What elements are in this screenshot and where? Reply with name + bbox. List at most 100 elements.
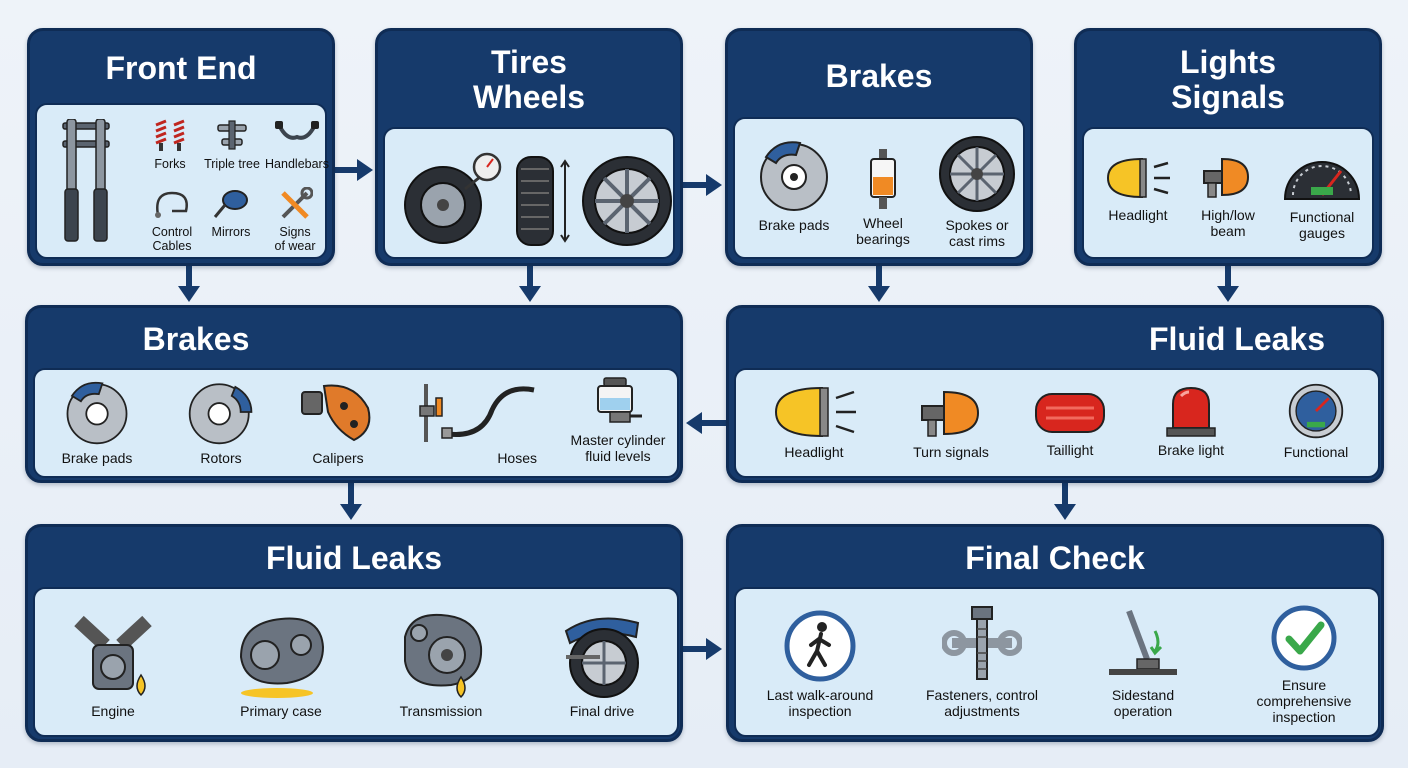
tools-icon: [281, 187, 313, 219]
item-walk-around: Last walk-around inspection: [750, 609, 890, 719]
item-label: Hoses: [497, 450, 537, 466]
item-label: Brake light: [1157, 442, 1225, 458]
item-hoses: Hoses: [415, 378, 545, 466]
rotor-icon: [188, 383, 253, 445]
panel-fluid-leaks-bottom: Fluid Leaks Engine Primary case: [25, 524, 683, 742]
item-label: Ensure comprehensive inspection: [1256, 677, 1352, 726]
item-rotors: Rotors: [181, 378, 261, 466]
item-label: Calipers: [312, 450, 364, 466]
check-icon: [1271, 605, 1337, 671]
item-label: Forks: [154, 157, 186, 171]
item-label: Final drive: [569, 703, 635, 719]
panel-body: Headlight High/low beam Functional gauge…: [1082, 127, 1374, 259]
panel-body: Brake pads Rotors Calipers: [33, 368, 679, 478]
brake-disc-icon: [760, 141, 828, 211]
arrow-down-4: [1217, 264, 1239, 302]
item-label: Control Cables: [151, 225, 193, 254]
brake-light-icon: [1166, 386, 1216, 437]
cable-icon: [155, 191, 188, 218]
item-label: Spokes or cast rims: [945, 217, 1009, 250]
item-label: Turn signals: [913, 444, 989, 460]
panel-front-end: Front End Forks: [27, 28, 335, 266]
headlight-icon: [1106, 157, 1170, 199]
item-brake-light: Brake light: [1146, 382, 1236, 458]
tread-icon: [516, 156, 570, 246]
item-label: Brake pads: [758, 217, 830, 233]
item-triple-tree: Triple tree: [199, 117, 265, 171]
item-label: Handlebars: [265, 157, 329, 171]
arrow-right-3: [682, 638, 722, 660]
item-label: Taillight: [1046, 442, 1094, 458]
panel-title: Lights Signals: [1077, 44, 1379, 116]
taillight-icon: [1035, 393, 1105, 433]
item-primary-case: Primary case: [221, 607, 341, 719]
arrow-right-2: [682, 174, 722, 196]
panel-title: Fluid Leaks: [1148, 321, 1325, 357]
sidestand-icon: [1109, 609, 1177, 675]
panel-brakes-top: Brakes Brake pads Wheel bearings: [725, 28, 1033, 266]
tire-gauge-icon: [404, 152, 502, 244]
item-spokes-rims: Spokes or cast rims: [929, 135, 1025, 249]
gauge-icon: [1288, 383, 1344, 439]
item-functional-gauges: Functional gauges: [1274, 141, 1370, 241]
headlight-icon: [774, 386, 856, 438]
panel-body: Engine Primary case Transmission: [33, 587, 679, 737]
arrow-left-1: [686, 412, 728, 434]
final-drive-icon: [564, 617, 640, 698]
item-headlight: Headlight: [1098, 153, 1178, 223]
title-line-2: Signals: [1171, 79, 1285, 116]
item-forks: Forks: [145, 117, 195, 171]
turn-signal-icon: [1203, 157, 1250, 198]
panel-body: Forks Triple tree Handlebars Control Cab…: [35, 103, 329, 259]
title-line-1: Lights: [1180, 44, 1276, 80]
forks-illustration: [57, 119, 115, 244]
turn-signal-icon: [921, 390, 980, 437]
item-label: Wheel bearings: [856, 215, 910, 248]
item-handlebars: Handlebars: [265, 117, 329, 171]
item-label: Functional: [1283, 444, 1349, 460]
panel-title: Tires Wheels: [378, 44, 680, 115]
panel-title: Brakes: [142, 321, 250, 357]
brake-disc-icon: [66, 381, 128, 445]
item-label: Headlight: [784, 444, 844, 460]
panel-tires-wheels: Tires Wheels: [375, 28, 683, 266]
shock-spring-icon: [155, 119, 185, 151]
master-cylinder-icon: [597, 377, 642, 423]
item-fasteners: Fasteners, control adjustments: [912, 603, 1052, 719]
item-calipers: Calipers: [293, 378, 383, 466]
arrow-down-3: [868, 264, 890, 302]
handlebars-icon: [275, 121, 319, 140]
panel-body: [383, 127, 675, 259]
item-wheel-bearings: Wheel bearings: [845, 149, 921, 247]
item-label: Triple tree: [204, 157, 260, 171]
item-label: Engine: [91, 703, 135, 719]
item-label: Fasteners, control adjustments: [925, 687, 1039, 720]
item-label: Last walk-around inspection: [766, 687, 874, 720]
title-line-1: Tires: [491, 44, 567, 80]
item-mirrors: Mirrors: [207, 187, 255, 239]
panel-body: Headlight Turn signals Taillight Brake: [734, 368, 1380, 478]
wrench-bolt-icon: [942, 606, 1022, 680]
item-brake-pads: Brake pads: [49, 378, 145, 466]
item-label: Rotors: [200, 450, 242, 466]
item-master-cylinder: Master cylinder fluid levels: [555, 376, 681, 464]
item-sidestand: Sidestand operation: [1088, 603, 1198, 719]
mirror-icon: [213, 190, 248, 218]
panel-final-check: Final Check Last walk-around inspection …: [726, 524, 1384, 742]
item-final-drive: Final drive: [547, 607, 657, 719]
panel-brakes-mid: Brakes Brake pads Rotors Calipe: [25, 305, 683, 483]
hose-icon: [419, 384, 535, 442]
panel-body: Brake pads Wheel bearings Spokes or cast…: [733, 117, 1025, 259]
arrow-right-1: [333, 159, 373, 181]
item-control-cables: Control Cables: [145, 187, 199, 254]
arrow-down-6: [1054, 482, 1076, 520]
arrow-down-1: [178, 264, 200, 302]
panel-fluid-leaks-mid: Fluid Leaks Headlight Turn signals Taill: [726, 305, 1384, 483]
panel-body: Last walk-around inspection Fasteners, c…: [734, 587, 1380, 737]
item-label: High/low beam: [1201, 207, 1255, 240]
item-label: Mirrors: [211, 225, 251, 239]
item-high-low-beam: High/low beam: [1190, 151, 1266, 239]
item-label: Signs of wear: [274, 225, 316, 254]
arrow-down-5: [340, 482, 362, 520]
primary-case-icon: [239, 617, 325, 698]
